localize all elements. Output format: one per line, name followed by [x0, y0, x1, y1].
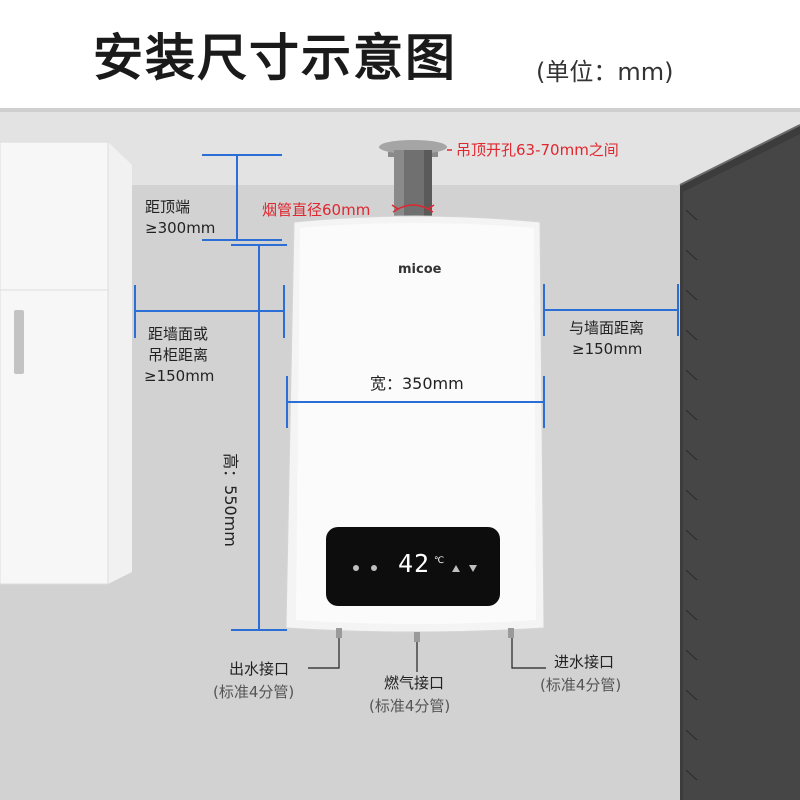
- control-panel: [326, 527, 500, 606]
- left-distance-label-line1: 距墙面或: [148, 325, 209, 343]
- pipe-water-out: [336, 628, 342, 638]
- gas-inlet-label: 燃气接口: [384, 674, 445, 692]
- panel-buttons: [353, 565, 477, 572]
- unit-note: (单位：mm): [536, 58, 674, 86]
- flue-callouts: [391, 149, 452, 213]
- temperature-unit: ℃: [434, 556, 445, 566]
- pipe-gas: [414, 632, 420, 642]
- flue-pipe: [379, 140, 447, 222]
- right-distance-label-line2: ≥150mm: [572, 340, 643, 358]
- side-wall-face: [683, 134, 800, 800]
- right-distance-label-line1: 与墙面距离: [569, 319, 645, 337]
- top-distance-label-line2: ≥300mm: [145, 219, 216, 237]
- wall-cabinet: [0, 141, 132, 585]
- gas-inlet-spec: (标准4分管): [369, 697, 451, 715]
- temp-down-icon: [469, 565, 477, 572]
- power-icon: [353, 565, 359, 571]
- port-leaders: [308, 638, 546, 672]
- temperature-display: 42: [398, 549, 431, 578]
- top-distance-label-line1: 距顶端: [145, 198, 191, 216]
- dimension-lines: [134, 154, 679, 631]
- water-heater-body: [285, 215, 545, 642]
- water-inlet-label: 进水接口: [554, 653, 615, 671]
- wall-hatch: [685, 209, 698, 781]
- cabinet-handle: [14, 310, 24, 374]
- height-label: 高：550mm: [221, 453, 240, 547]
- flue-diameter-label: 烟管直径60mm: [262, 201, 371, 219]
- page-title: 安装尺寸示意图: [93, 29, 457, 87]
- width-label: 宽：350mm: [370, 374, 464, 393]
- left-distance-label-line3: ≥150mm: [144, 367, 215, 385]
- temp-up-icon: [452, 565, 460, 572]
- brand-logo: micoe: [398, 262, 442, 277]
- mode-icon: [371, 565, 377, 571]
- wall-corner-line: [679, 124, 800, 186]
- water-outlet-label: 出水接口: [229, 660, 290, 678]
- water-inlet-spec: (标准4分管): [540, 676, 622, 694]
- left-distance-label-line2: 吊柜距离: [148, 346, 209, 364]
- water-outlet-spec: (标准4分管): [213, 683, 295, 701]
- ceiling-hole-label: 吊顶开孔63-70mm之间: [456, 141, 619, 159]
- pipe-water-in: [508, 628, 514, 638]
- ceiling-corner-edge: [0, 108, 800, 112]
